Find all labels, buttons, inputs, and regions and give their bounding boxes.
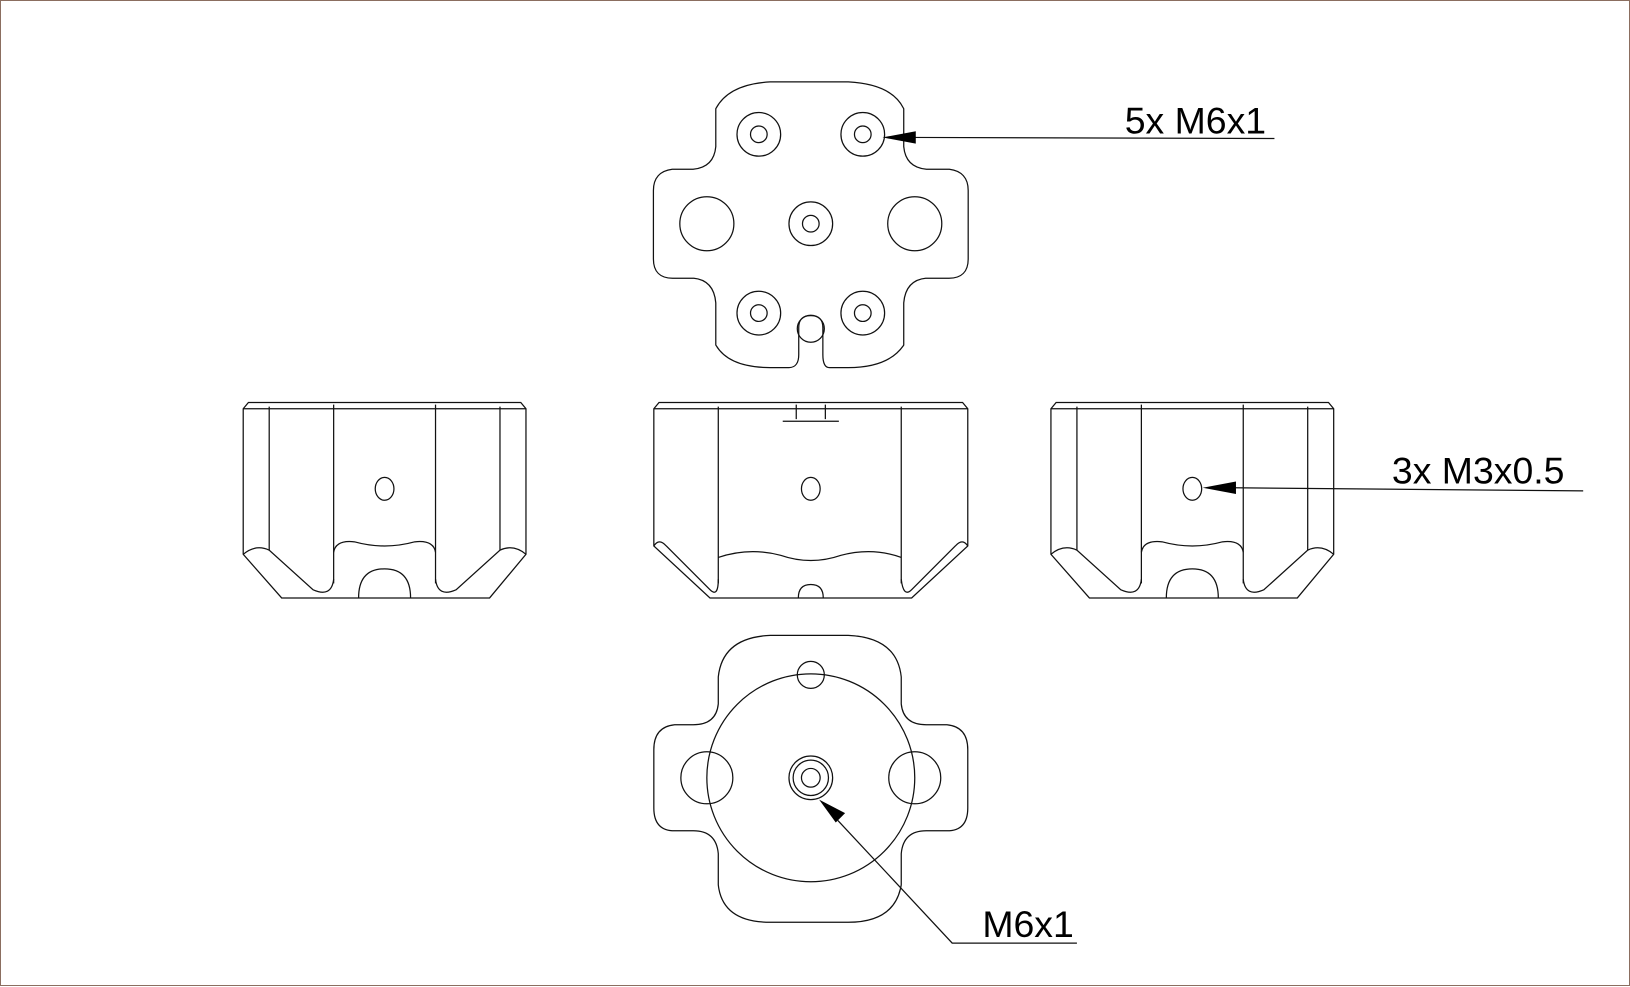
annotation-side-holes: 3x M3x0.5 <box>1202 450 1584 494</box>
label-side-holes: 3x M3x0.5 <box>1392 450 1565 492</box>
annotation-bottom-hole: M6x1 <box>819 799 1077 945</box>
top-view <box>656 84 966 365</box>
side-view-right <box>1050 401 1335 599</box>
label-bottom-hole: M6x1 <box>982 903 1073 945</box>
bottom-view <box>653 634 969 923</box>
side-view-left <box>242 401 527 599</box>
side-view-front <box>653 401 969 599</box>
label-top-holes: 5x M6x1 <box>1125 99 1266 141</box>
annotation-top-holes: 5x M6x1 <box>882 99 1275 144</box>
